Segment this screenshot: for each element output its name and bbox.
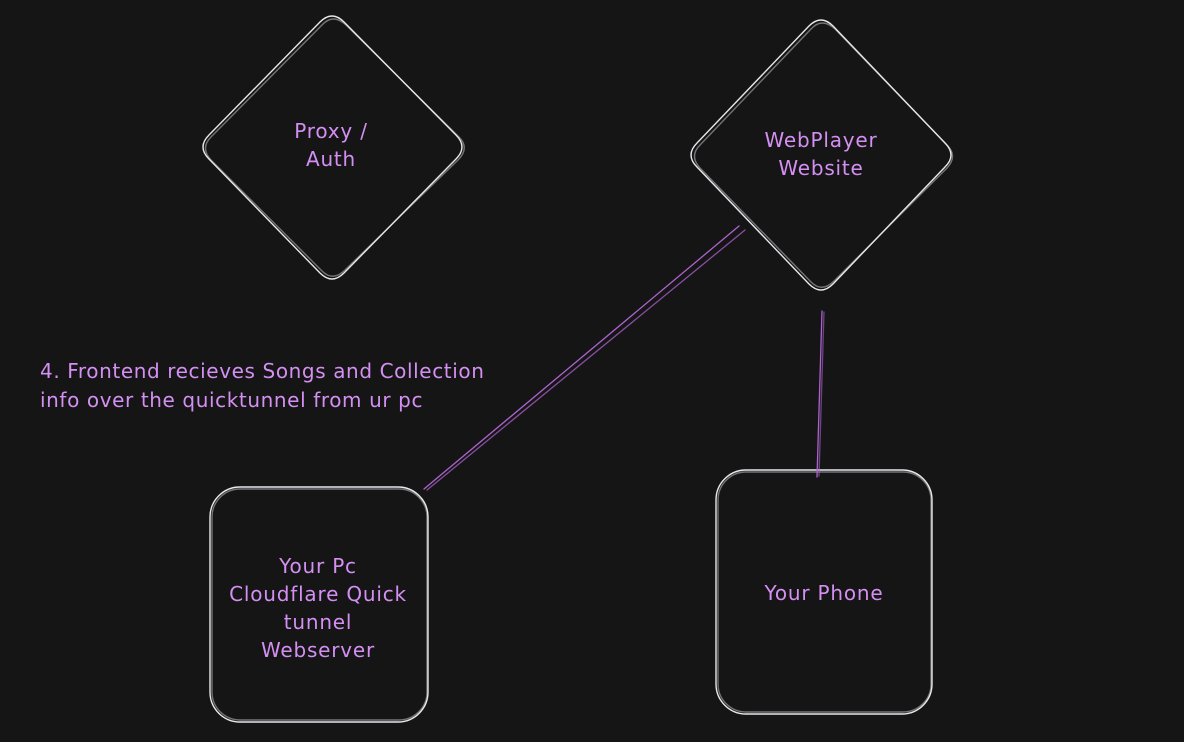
node-your-pc-shape[interactable] <box>209 486 429 723</box>
node-proxy-auth-shape[interactable] <box>202 15 465 280</box>
node-webplayer-website-shape[interactable] <box>690 19 954 291</box>
edge-webplayer-to-your-pc[interactable] <box>423 225 746 491</box>
annotation-step-4[interactable]: 4. Frontend recieves Songs and Collectio… <box>40 359 485 412</box>
edge-webplayer-to-your-phone[interactable] <box>816 310 825 478</box>
node-your-phone-shape[interactable] <box>715 469 933 715</box>
